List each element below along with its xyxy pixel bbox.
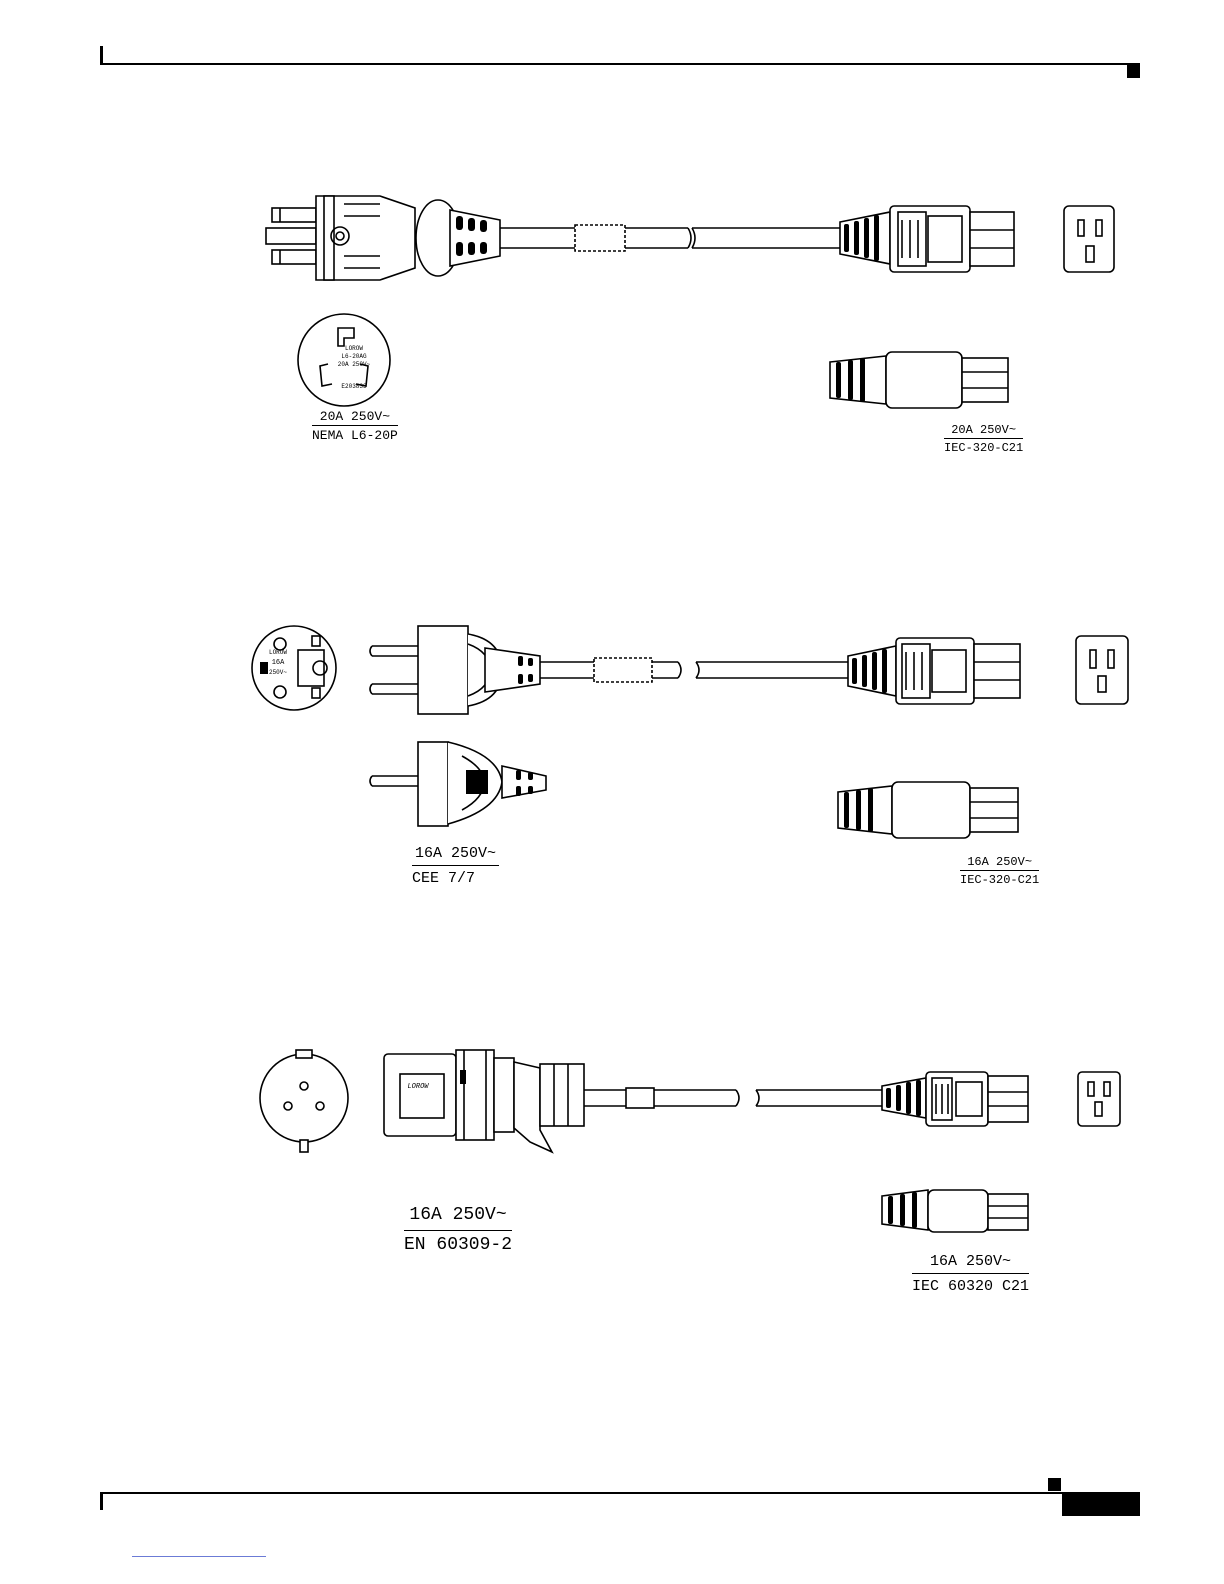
- connector-label-iec-320-c21-1: 20A 250V~ IEC-320-C21: [944, 424, 1023, 454]
- cee-face-text-1: LOROW: [262, 650, 294, 656]
- footer-link-underline[interactable]: [132, 1556, 266, 1557]
- connector-label-iec-320-c21-2: 16A 250V~ IEC-320-C21: [960, 856, 1039, 886]
- plug-label-cee-7-7: 16A 250V~ CEE 7/7: [412, 846, 499, 886]
- plug-rating: 16A 250V~: [404, 1206, 512, 1231]
- plug-rating: 20A 250V~: [312, 410, 398, 426]
- nema-face-text-2: L6-20AG: [326, 354, 382, 360]
- footer-rule: [100, 1492, 1062, 1494]
- plug-label-en-60309-2: 16A 250V~ EN 60309-2: [404, 1206, 512, 1254]
- plug-standard: NEMA L6-20P: [312, 426, 398, 442]
- plug-standard: CEE 7/7: [412, 866, 499, 886]
- power-cord-cee-7-7-drawing: [240, 620, 1140, 840]
- footer-marker: [1048, 1478, 1061, 1491]
- connector-rating: 16A 250V~: [912, 1254, 1029, 1274]
- connector-rating: 16A 250V~: [960, 856, 1039, 871]
- connector-standard: IEC-320-C21: [960, 871, 1039, 886]
- plug-standard: EN 60309-2: [404, 1231, 512, 1254]
- nema-face-text-1: LOROW: [326, 346, 382, 352]
- header-marker: [1127, 65, 1140, 78]
- header-rule: [100, 63, 1140, 65]
- footer-left-tick: [100, 1492, 103, 1510]
- connector-label-iec-60320-c21: 16A 250V~ IEC 60320 C21: [912, 1254, 1029, 1294]
- connector-rating: 20A 250V~: [944, 424, 1023, 439]
- cee-face-text-3: 250V~: [262, 670, 294, 676]
- connector-standard: IEC 60320 C21: [912, 1274, 1029, 1294]
- nema-face-text-4: E203833: [326, 384, 382, 390]
- cee-face-text-2: 16A: [262, 660, 294, 667]
- en60309-face-text-1: LOROW: [400, 1084, 436, 1091]
- plug-label-nema-l6-20p: 20A 250V~ NEMA L6-20P: [312, 410, 398, 442]
- nema-face-text-3: 20A 250V~: [326, 362, 382, 368]
- l6-20p-prongs: [266, 208, 316, 264]
- connector-standard: IEC-320-C21: [944, 439, 1023, 454]
- power-cord-en-60309-2-drawing: [240, 1040, 1140, 1250]
- page-number-tab: [1062, 1492, 1140, 1516]
- header-left-tick: [100, 46, 103, 64]
- plug-rating: 16A 250V~: [412, 846, 499, 866]
